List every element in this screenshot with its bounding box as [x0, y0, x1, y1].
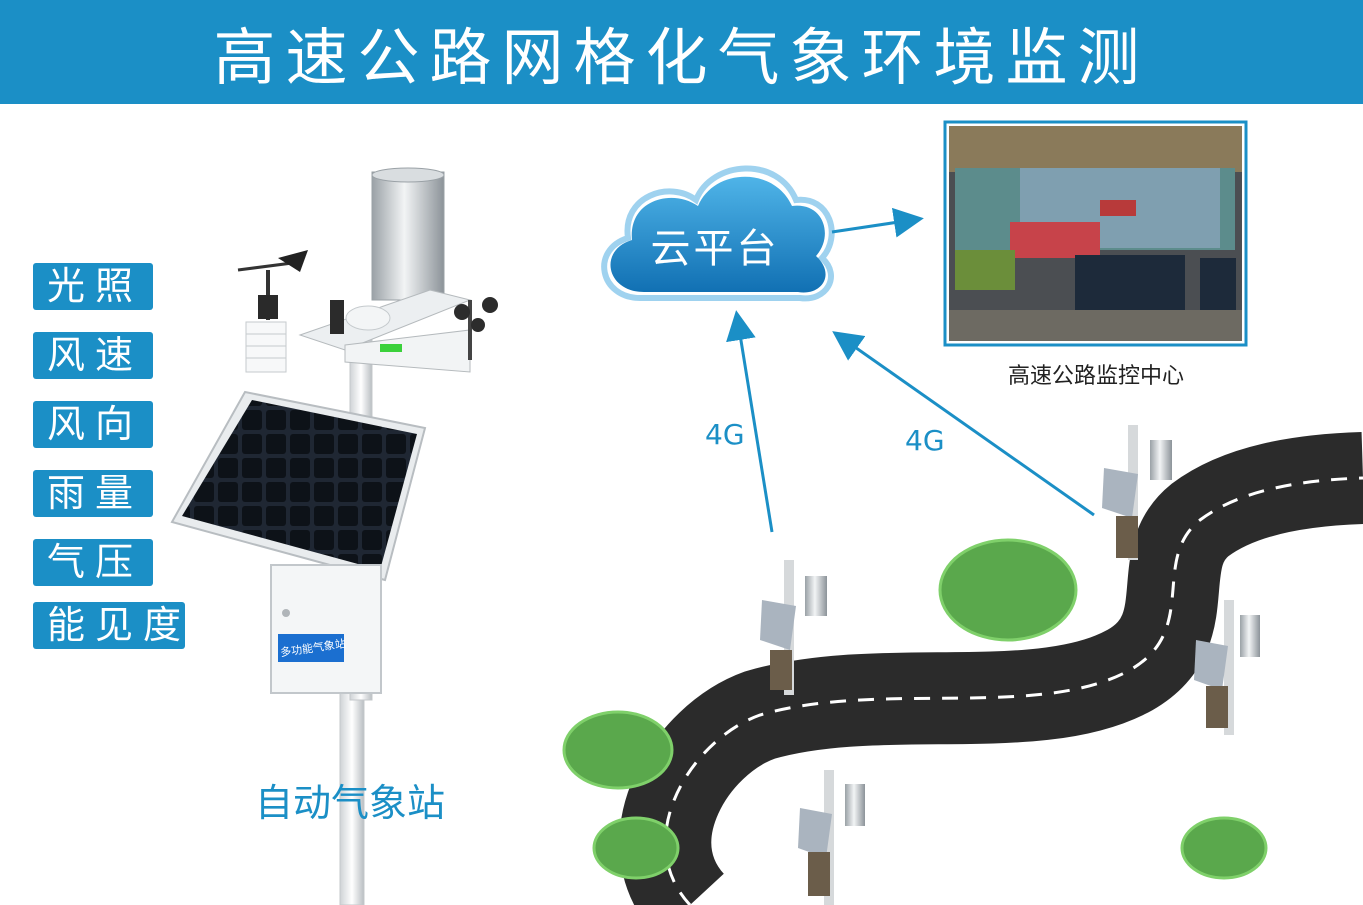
uplink-arrow-right: [832, 331, 1095, 517]
cloud-to-monitor-arrow: [831, 207, 924, 238]
monitor-center-photo: [943, 120, 1248, 347]
parameter-label: 风速: [33, 332, 153, 379]
parameter-label: 气压: [33, 539, 153, 586]
roadside-station-icon: [1102, 425, 1172, 560]
cloud-platform-icon: [601, 165, 835, 302]
roadside-station-icon: [1194, 600, 1260, 735]
bush-decoration: [562, 538, 1268, 880]
roadside-station-icon: [798, 770, 865, 905]
page-title: 高速公路网格化气象环境监测: [213, 21, 1150, 94]
parameter-label: 风向: [33, 401, 153, 448]
parameter-label: 能见度: [33, 602, 185, 649]
parameter-label: 光照: [33, 263, 153, 310]
monitor-center-caption: 高速公路监控中心: [1008, 364, 1185, 389]
network-label-left: 4G: [705, 418, 745, 451]
weather-station-caption: 自动气象站: [255, 781, 446, 825]
roadside-station-icon: [760, 560, 827, 695]
header-banner: 高速公路网格化气象环境监测: [0, 0, 1363, 104]
cloud-platform-label: 云平台: [650, 226, 780, 272]
highway-road: [619, 432, 1363, 905]
network-label-right: 4G: [905, 424, 945, 457]
parameter-label: 雨量: [33, 470, 153, 517]
uplink-arrow-left: [726, 310, 774, 533]
weather-station-illustration: [170, 167, 498, 905]
